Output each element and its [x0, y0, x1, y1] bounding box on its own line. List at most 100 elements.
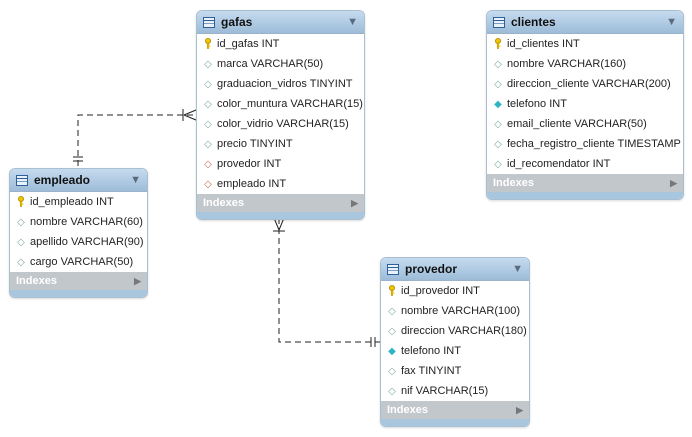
table-name: clientes	[511, 15, 556, 29]
column-diamond-icon: ◇	[388, 305, 396, 317]
column-row[interactable]: ◇ direccion_cliente VARCHAR(200)	[487, 74, 683, 94]
column-text: id_recomendator INT	[507, 158, 611, 170]
column-text: direccion_cliente VARCHAR(200)	[507, 78, 671, 90]
indexes-label: Indexes	[387, 404, 428, 416]
table-empleado[interactable]: empleado ▼ id_empleado INT ◇ nombre VARCHA…	[9, 168, 148, 298]
column-row[interactable]: ◇ provedor INT	[197, 154, 364, 174]
column-row[interactable]: ◇color_vidrio VARCHAR(15)	[197, 114, 364, 134]
primary-key-icon	[202, 37, 214, 51]
primary-key-icon	[492, 37, 504, 51]
table-name: empleado	[34, 173, 91, 187]
column-text: color_vidrio VARCHAR(15)	[217, 118, 349, 130]
column-row[interactable]: ◇ email_cliente VARCHAR(50)	[487, 114, 683, 134]
table-gafas[interactable]: gafas ▼ id_gafas INT ◇ marca VARCHAR(50) ◇ g…	[196, 10, 365, 220]
column-row[interactable]: ◇ cargo VARCHAR(50)	[10, 252, 147, 272]
table-header[interactable]: empleado ▼	[10, 169, 147, 192]
column-text: nombre VARCHAR(60)	[30, 216, 143, 228]
column-text: cargo VARCHAR(50)	[30, 256, 134, 268]
column-row[interactable]: ◆telefono INT	[381, 341, 529, 361]
column-row[interactable]: ◇ nombre VARCHAR(160)	[487, 54, 683, 74]
column-row[interactable]: ◇ graduacion_vidros TINYINT	[197, 74, 364, 94]
column-diamond-icon: ◇	[17, 236, 25, 248]
column-text: graduacion_vidros TINYINT	[217, 78, 353, 90]
column-row[interactable]: ◇ apellido VARCHAR(90)	[10, 232, 147, 252]
primary-key-icon	[15, 195, 27, 209]
column-row[interactable]: id_clientes INT	[487, 34, 683, 54]
relationship-line-provedor-gafas[interactable]	[278, 218, 381, 343]
column-text: fecha_registro_cliente TIMESTAMP	[507, 138, 681, 150]
column-diamond-icon: ◇	[204, 58, 212, 70]
column-text: nombre VARCHAR(100)	[401, 305, 521, 317]
column-row[interactable]: id_empleado INT	[10, 192, 147, 212]
column-text: apellido VARCHAR(90)	[30, 236, 144, 248]
indexes-bar[interactable]: Indexes ▶	[381, 401, 529, 419]
foreign-key-diamond-icon: ◇	[204, 158, 212, 170]
column-row[interactable]: ◇nif VARCHAR(15)	[381, 381, 529, 401]
expand-triangle-icon[interactable]: ▶	[516, 404, 523, 415]
column-text: nombre VARCHAR(160)	[507, 58, 627, 70]
column-row[interactable]: ◇ id_recomendator INT	[487, 154, 683, 174]
collapse-triangle-icon[interactable]: ▼	[347, 16, 358, 28]
column-row[interactable]: ◇ nombre VARCHAR(60)	[10, 212, 147, 232]
column-text: marca VARCHAR(50)	[217, 58, 324, 70]
table-icon	[16, 174, 28, 186]
column-row[interactable]: ◇ marca VARCHAR(50)	[197, 54, 364, 74]
table-header[interactable]: clientes ▼	[487, 11, 683, 34]
column-row[interactable]: id_gafas INT	[197, 34, 364, 54]
column-text: id_provedor INT	[401, 285, 480, 297]
column-diamond-icon: ◇	[204, 78, 212, 90]
relationship-line-empleado-gafas[interactable]	[77, 114, 196, 166]
table-clientes[interactable]: clientes ▼ id_clientes INT ◇ nombre VARCHA…	[486, 10, 684, 200]
column-row[interactable]: ◇ color_muntura VARCHAR(15)	[197, 94, 364, 114]
table-icon	[493, 16, 505, 28]
column-diamond-icon: ◇	[17, 256, 25, 268]
column-row[interactable]: ◆ telefono INT	[487, 94, 683, 114]
indexes-bar[interactable]: Indexes ▶	[487, 174, 683, 192]
table-footer	[487, 192, 683, 199]
column-list: id_provedor INT ◇ nombre VARCHAR(100) ◇dire…	[381, 281, 529, 401]
column-diamond-icon: ◇	[494, 78, 502, 90]
column-diamond-icon: ◇	[17, 216, 25, 228]
table-footer	[197, 212, 364, 219]
collapse-triangle-icon[interactable]: ▼	[512, 263, 523, 275]
column-diamond-icon: ◇	[388, 385, 396, 397]
one-or-many-marker	[182, 109, 197, 121]
table-footer	[381, 419, 529, 426]
table-icon	[203, 16, 215, 28]
collapse-triangle-icon[interactable]: ▼	[666, 16, 677, 28]
column-text: provedor INT	[217, 158, 282, 170]
column-text: color_muntura VARCHAR(15)	[217, 98, 363, 110]
column-row[interactable]: ◇direccion VARCHAR(180)	[381, 321, 529, 341]
table-provedor[interactable]: provedor ▼ id_provedor INT ◇ nombre VARCHA…	[380, 257, 530, 427]
column-text: id_clientes INT	[507, 38, 580, 50]
column-row[interactable]: ◇fecha_registro_cliente TIMESTAMP	[487, 134, 683, 154]
column-list: id_empleado INT ◇ nombre VARCHAR(60) ◇ apell…	[10, 192, 147, 272]
column-row[interactable]: ◇precio TINYINT	[197, 134, 364, 154]
column-row[interactable]: id_provedor INT	[381, 281, 529, 301]
table-name: provedor	[405, 262, 458, 276]
column-diamond-icon: ◇	[204, 98, 212, 110]
table-header[interactable]: gafas ▼	[197, 11, 364, 34]
column-text: empleado INT	[217, 178, 287, 190]
column-row[interactable]: ◇ nombre VARCHAR(100)	[381, 301, 529, 321]
column-list: id_gafas INT ◇ marca VARCHAR(50) ◇ graduacio…	[197, 34, 364, 194]
indexes-bar[interactable]: Indexes ▶	[197, 194, 364, 212]
table-header[interactable]: provedor ▼	[381, 258, 529, 281]
expand-triangle-icon[interactable]: ▶	[351, 197, 358, 208]
column-row[interactable]: ◇fax TINYINT	[381, 361, 529, 381]
table-icon	[387, 263, 399, 275]
column-row[interactable]: ◇empleado INT	[197, 174, 364, 194]
expand-triangle-icon[interactable]: ▶	[134, 275, 141, 286]
column-diamond-icon: ◇	[494, 58, 502, 70]
column-diamond-icon: ◇	[494, 158, 502, 170]
expand-triangle-icon[interactable]: ▶	[670, 177, 677, 188]
indexes-label: Indexes	[493, 177, 534, 189]
column-diamond-icon: ◇	[388, 325, 396, 337]
indexes-bar[interactable]: Indexes ▶	[10, 272, 147, 290]
column-diamond-icon: ◇	[494, 118, 502, 130]
not-null-diamond-icon: ◆	[494, 98, 502, 110]
column-text: email_cliente VARCHAR(50)	[507, 118, 647, 130]
column-text: telefono INT	[507, 98, 567, 110]
collapse-triangle-icon[interactable]: ▼	[130, 174, 141, 186]
